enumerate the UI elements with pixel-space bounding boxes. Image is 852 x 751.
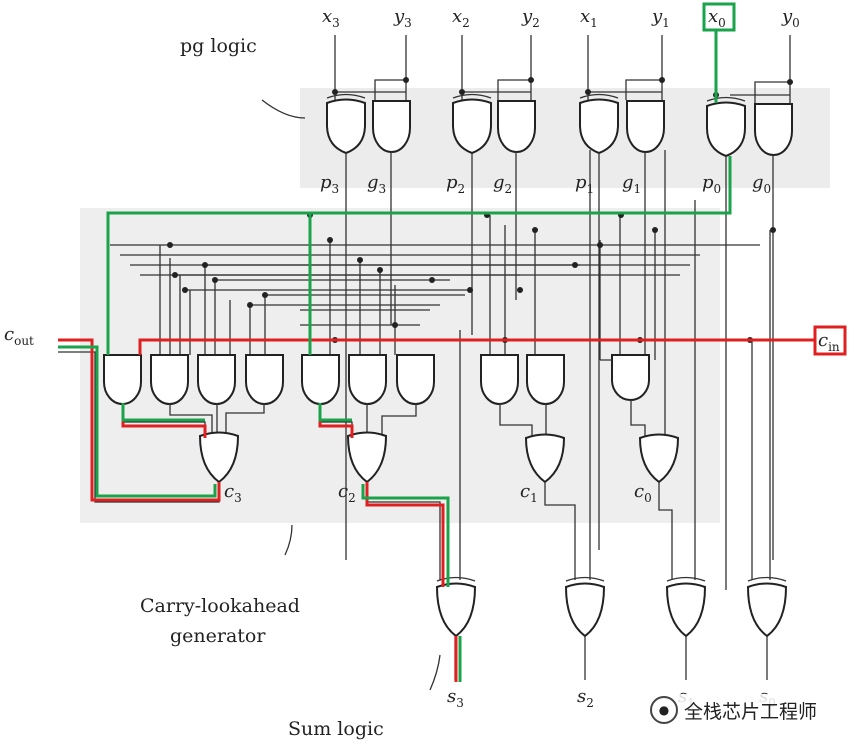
pg-label: p1 [575, 172, 594, 196]
sum-label: s2 [577, 686, 594, 710]
and-gate-g1 [626, 100, 665, 153]
pg-gates [326, 93, 793, 158]
input-label: x1 [580, 6, 598, 30]
pg-label: p2 [446, 172, 465, 196]
cla-arrow-icon [284, 524, 293, 556]
pg-label: p3 [320, 172, 339, 196]
pg-label: p0 [702, 172, 721, 196]
pg-logic-caption: pg logic [180, 35, 257, 57]
xor-gate-p2 [452, 98, 492, 155]
xor-gate-s3 [435, 582, 477, 638]
pg-arrow-icon [261, 99, 306, 119]
input-label: x0 [708, 6, 726, 30]
and-gate-g3 [372, 100, 411, 153]
cin-highlight-box [813, 325, 847, 356]
input-label: y0 [781, 6, 800, 30]
xor-gate-s2 [564, 582, 606, 638]
or-gate-c3 [198, 431, 240, 484]
pg-label: g1 [622, 172, 641, 196]
cin-label: cin [818, 330, 840, 354]
input-labels: x3 y3 x2 y2 x1 y1 x0 y0 [322, 6, 800, 30]
carry-label: c2 [338, 481, 356, 505]
pg-labels: p3 g3 p2 g2 p1 g1 p0 g0 [320, 172, 771, 196]
xor-gate-s1 [665, 582, 707, 638]
green-p0-path [58, 30, 732, 682]
input-label: y1 [651, 6, 670, 30]
carry-lookahead-caption: Carry-lookahead [140, 595, 300, 617]
watermark-text: 全栈芯片工程师 [684, 700, 818, 723]
and-gate-g2 [497, 100, 536, 153]
cla-and-gates [103, 354, 650, 405]
carry-label: c3 [224, 481, 242, 505]
sum-label: s3 [447, 686, 464, 710]
cla-or-gates [198, 431, 680, 484]
cout-label: cout [4, 324, 34, 348]
carry-label: c1 [520, 481, 538, 505]
xor-gate-p1 [579, 98, 619, 155]
input-label: y2 [521, 6, 540, 30]
carry-labels: c3 c2 c1 c0 [224, 481, 652, 505]
watermark: ● 全栈芯片工程师 [646, 694, 822, 726]
xor-gate-p3 [326, 98, 366, 155]
pg-label: g0 [752, 172, 771, 196]
or-gate-c1 [524, 433, 566, 484]
red-critical-path [58, 338, 815, 682]
or-gate-c2 [346, 431, 388, 484]
or-gate-c0 [638, 433, 680, 484]
input-label: x3 [322, 6, 340, 30]
and-gate-g0 [754, 103, 793, 156]
generator-caption: generator [170, 625, 266, 647]
xor-sum-gates [435, 576, 788, 638]
xor-gate-p0 [706, 101, 746, 158]
input-label: x2 [452, 6, 470, 30]
xor-gate-s0 [746, 582, 788, 638]
sum-arrow-icon [429, 654, 441, 691]
wechat-icon: ● [650, 696, 678, 724]
carry-label: c0 [634, 481, 652, 505]
input-label: y3 [393, 6, 412, 30]
x0-highlight-box [702, 2, 736, 32]
pg-label: g3 [367, 172, 386, 196]
pg-label: g2 [493, 172, 512, 196]
sum-logic-caption: Sum logic [288, 718, 384, 740]
input-wires [332, 35, 793, 105]
